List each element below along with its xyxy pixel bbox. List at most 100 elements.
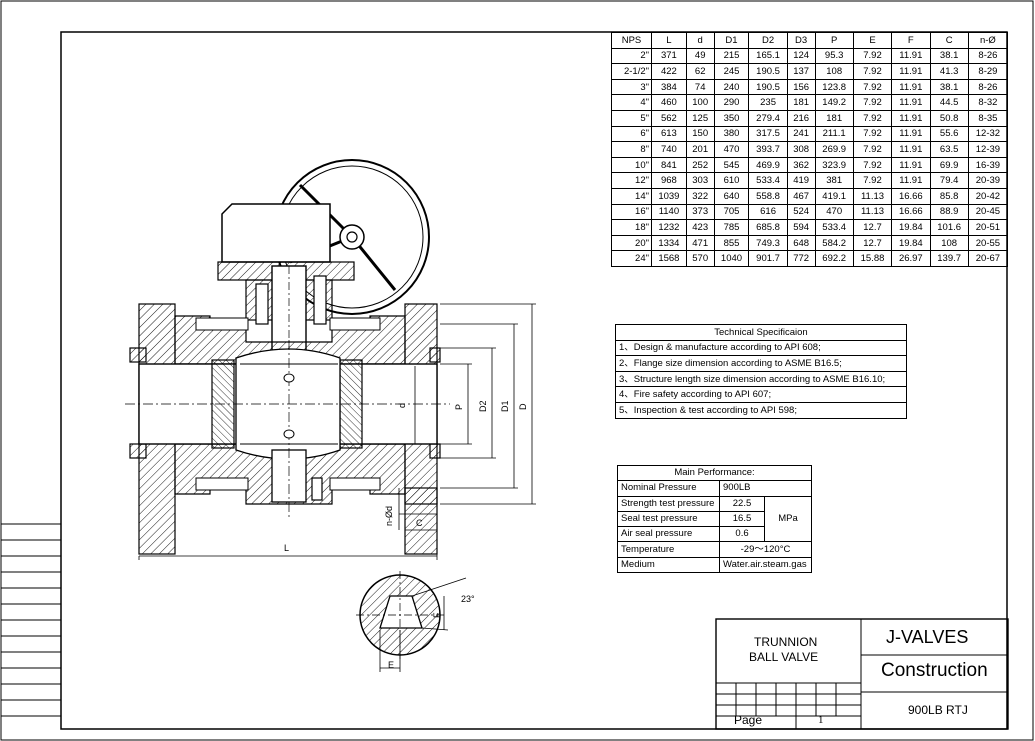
dimension-cell: 55.6	[929, 125, 969, 143]
dimension-cell: 108	[929, 234, 969, 252]
dimension-cell: 381	[814, 172, 854, 189]
dimension-cell: 2"	[611, 47, 652, 65]
nominal-pressure-label: Nominal Pressure	[617, 480, 720, 497]
dimension-cell: 11.91	[891, 63, 931, 80]
dimension-cell: 85.8	[929, 187, 969, 205]
header-nps: NPS	[611, 32, 652, 49]
air-pressure-value: 0.6	[718, 526, 766, 543]
dimension-cell: 317.5	[748, 125, 788, 143]
pressure-unit: MPa	[764, 495, 812, 543]
medium-value: Water.air.steam.gas	[719, 556, 812, 574]
dimension-cell: 371	[651, 47, 687, 65]
header-p: P	[814, 32, 854, 49]
dimension-cell: 11.91	[891, 109, 931, 127]
dimension-cell: 49	[685, 47, 715, 65]
dimension-cell: 108	[814, 63, 854, 80]
dimension-cell: 7.92	[852, 109, 893, 127]
air-pressure-label: Air seal pressure	[617, 526, 720, 543]
dimension-cell: 11.91	[891, 47, 931, 65]
dimension-cell: 20-51	[967, 219, 1009, 236]
spec-title: Technical Specificaion	[615, 324, 907, 341]
dimension-cell: 2-1/2"	[611, 63, 652, 80]
dimension-cell: 8-29	[967, 63, 1009, 80]
dimension-cell: 8-26	[967, 78, 1009, 96]
dimension-cell: 584.2	[814, 234, 854, 252]
header-n-d: n-Ø	[967, 32, 1009, 49]
dimension-cell: 6"	[611, 125, 652, 143]
dimension-cell: 533.4	[748, 172, 788, 189]
dimension-cell: 5"	[611, 109, 652, 127]
dimension-cell: 692.2	[814, 250, 854, 267]
company-name: J-VALVES	[886, 627, 969, 647]
ring-groove-detail	[356, 571, 467, 672]
dimension-cell: 616	[748, 203, 788, 221]
dimension-cell: 190.5	[748, 63, 788, 80]
dimension-cell: 7.92	[852, 172, 893, 189]
strength-pressure-value: 22.5	[718, 495, 766, 512]
dimension-cell: 968	[651, 172, 687, 189]
dimension-cell: 11.13	[852, 203, 893, 221]
dimension-cell: 20-42	[967, 187, 1009, 205]
header-d1: D1	[713, 32, 750, 49]
dimension-cell: 469.9	[748, 156, 788, 174]
dimension-cell: 470	[814, 203, 854, 221]
dimension-cell: 69.9	[929, 156, 969, 174]
dimension-cell: 545	[713, 156, 750, 174]
dimension-cell: 640	[713, 187, 750, 205]
dimension-cell: 460	[651, 94, 687, 111]
dimension-cell: 101.6	[929, 219, 969, 236]
dimension-cell: 1568	[651, 250, 687, 267]
dimension-cell: 423	[685, 219, 715, 236]
dimension-cell: 41.3	[929, 63, 969, 80]
dimension-cell: 422	[651, 63, 687, 80]
seal-pressure-value: 16.5	[718, 510, 766, 528]
dimension-cell: 124	[786, 47, 816, 65]
dimension-cell: 749.3	[748, 234, 788, 252]
header-d3: D3	[786, 32, 816, 49]
dimension-cell: 558.8	[748, 187, 788, 205]
dimension-cell: 308	[786, 141, 816, 158]
dimension-cell: 1334	[651, 234, 687, 252]
dimension-cell: 3"	[611, 78, 652, 96]
dimension-cell: 149.2	[814, 94, 854, 111]
label-angle: 23°	[461, 594, 475, 604]
dimension-cell: 8-32	[967, 94, 1009, 111]
dimension-cell: 648	[786, 234, 816, 252]
dimension-cell: 419.1	[814, 187, 854, 205]
dimension-cell: 471	[685, 234, 715, 252]
dimension-cell: 88.9	[929, 203, 969, 221]
dimension-cell: 362	[786, 156, 816, 174]
dimension-cell: 240	[713, 78, 750, 96]
dimension-cell: 201	[685, 141, 715, 158]
dimension-cell: 8-26	[967, 47, 1009, 65]
dimension-cell: 20-45	[967, 203, 1009, 221]
dimension-cell: 11.91	[891, 94, 931, 111]
dimension-cell: 269.9	[814, 141, 854, 158]
header-e: E	[852, 32, 893, 49]
dimension-cell: 12-32	[967, 125, 1009, 143]
dimension-cell: 7.92	[852, 78, 893, 96]
dimension-cell: 12.7	[852, 234, 893, 252]
dimension-cell: 901.7	[748, 250, 788, 267]
dimension-cell: 156	[786, 78, 816, 96]
header-l: L	[651, 32, 687, 49]
dimension-cell: 15.88	[852, 250, 893, 267]
dimension-cell: 467	[786, 187, 816, 205]
header-f: F	[891, 32, 931, 49]
dimension-cell: 303	[685, 172, 715, 189]
dimension-cell: 18"	[611, 219, 652, 236]
strength-pressure-label: Strength test pressure	[617, 495, 720, 512]
dimension-cell: 181	[814, 109, 854, 127]
dimension-cell: 562	[651, 109, 687, 127]
dimension-cell: 570	[685, 250, 715, 267]
dimension-cell: 241	[786, 125, 816, 143]
dimension-cell: 16"	[611, 203, 652, 221]
dimension-cell: 20-67	[967, 250, 1009, 267]
